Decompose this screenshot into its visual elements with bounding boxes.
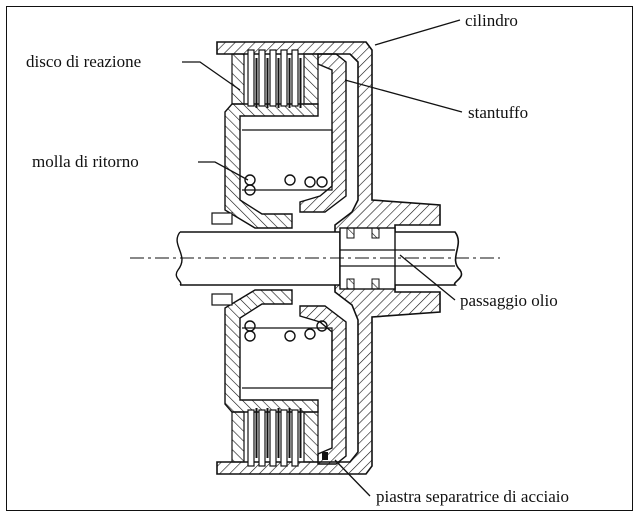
label-cilindro: cilindro	[465, 11, 518, 30]
clutch-plates-bottom	[231, 408, 328, 467]
figure-border	[6, 6, 633, 511]
label-molla-di-ritorno: molla di ritorno	[32, 152, 139, 171]
piston	[242, 53, 347, 465]
return-springs	[244, 174, 328, 342]
label-piastra-separatrice: piastra separatrice di acciaio	[376, 487, 570, 506]
cylinder	[216, 41, 441, 475]
shaft	[130, 227, 500, 290]
label-passaggio-olio: passaggio olio	[460, 291, 558, 310]
label-stantuffo: stantuffo	[468, 103, 529, 122]
leader-lines	[182, 19, 463, 497]
clutch-plates-top	[231, 49, 319, 108]
label-disco-di-reazione: disco di reazione	[26, 52, 142, 71]
